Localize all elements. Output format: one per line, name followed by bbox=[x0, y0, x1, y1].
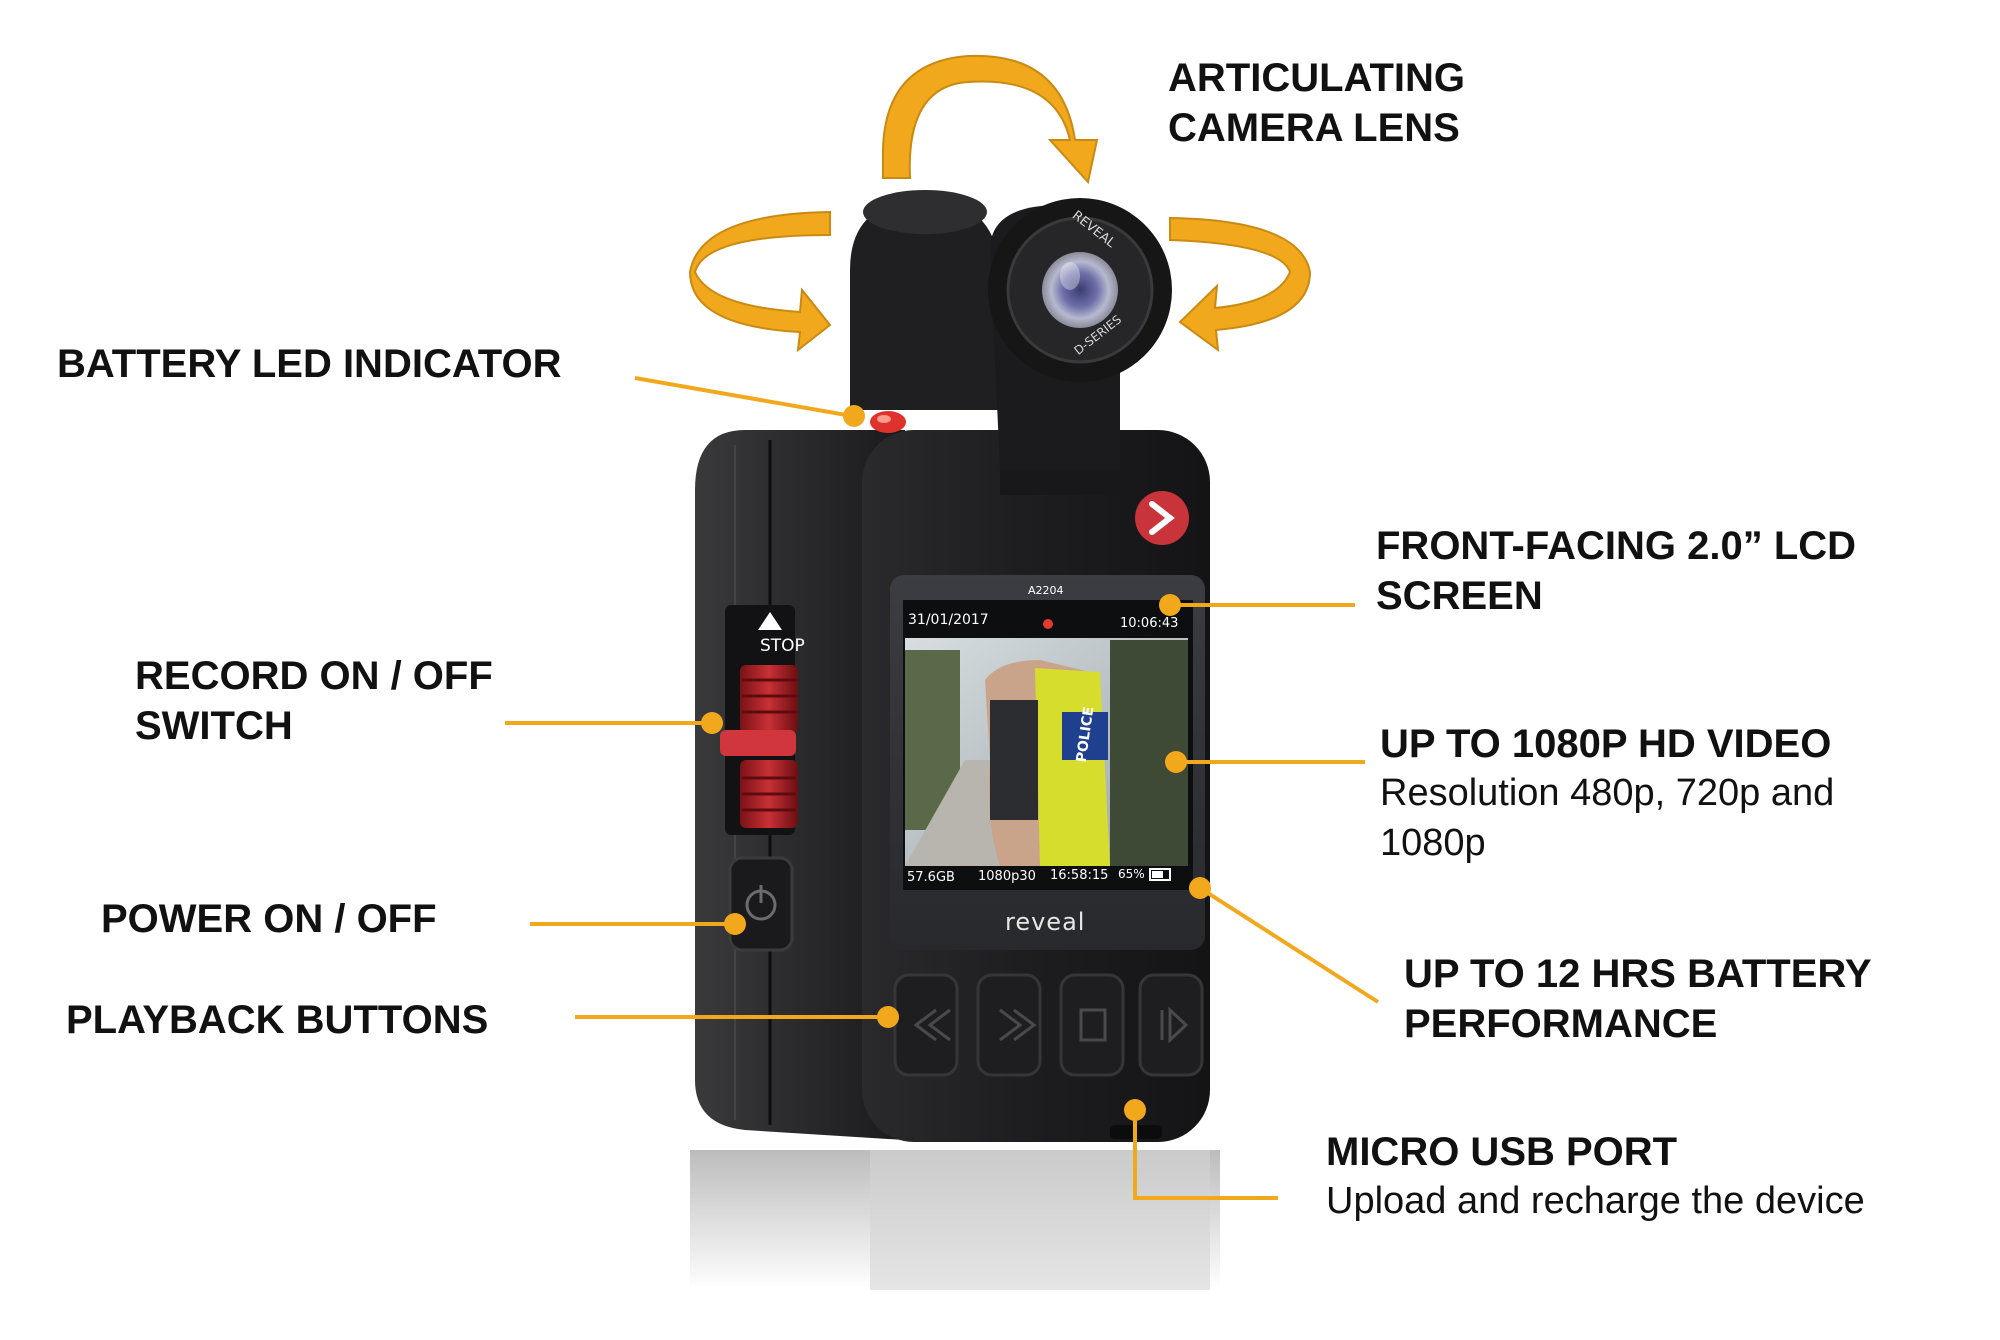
rewind-button[interactable] bbox=[893, 973, 959, 1077]
playback-button-group bbox=[893, 973, 1204, 1077]
lens-highlight bbox=[1060, 262, 1080, 290]
record-switch-callout-title-2: SWITCH bbox=[135, 704, 293, 748]
video-pavement bbox=[905, 760, 1010, 866]
record-switch-dot bbox=[701, 712, 723, 734]
switch-up-arrow-icon bbox=[758, 612, 782, 630]
callout-dots bbox=[701, 405, 1211, 1121]
switch-slider bbox=[720, 730, 796, 756]
lcd-battery-fill bbox=[1152, 871, 1163, 878]
stop-icon bbox=[1079, 1008, 1107, 1042]
battery-perf-dot bbox=[1189, 877, 1211, 899]
battery-led-callout-title: BATTERY LED INDICATOR bbox=[57, 342, 562, 386]
floor-reflection bbox=[690, 1150, 1220, 1290]
lcd-device-id: A2204 bbox=[1028, 584, 1064, 597]
usb-leader bbox=[1133, 1110, 1278, 1200]
usb-dot bbox=[1124, 1099, 1146, 1121]
power-button[interactable] bbox=[728, 856, 794, 952]
fast-forward-button[interactable] bbox=[976, 973, 1042, 1077]
stop-button[interactable] bbox=[1059, 973, 1125, 1077]
brand-wordmark: reveal bbox=[1005, 908, 1086, 936]
video-dot bbox=[1165, 751, 1187, 773]
record-switch-callout-title-1: RECORD ON / OFF bbox=[135, 654, 493, 698]
lcd-elapsed: 16:58:15 bbox=[1050, 868, 1109, 883]
switch-upper-grip bbox=[740, 665, 798, 733]
video-callout-title: UP TO 1080P HD VIDEO bbox=[1380, 722, 1832, 766]
switch-stop-label: STOP bbox=[760, 636, 805, 656]
video-police-patch bbox=[1062, 712, 1108, 760]
playback-dot bbox=[877, 1006, 899, 1028]
power-button-housing bbox=[728, 856, 794, 952]
video-sleeve bbox=[990, 700, 1038, 820]
power-callout-title: POWER ON / OFF bbox=[101, 897, 437, 941]
lens-glass bbox=[1042, 252, 1118, 328]
fast-forward-icon bbox=[999, 1008, 1037, 1042]
brand-badge bbox=[1135, 491, 1189, 545]
lcd-callout-title-2: SCREEN bbox=[1376, 574, 1543, 618]
play-pause-icon bbox=[1160, 1006, 1189, 1044]
lcd-date: 31/01/2017 bbox=[908, 612, 989, 628]
lcd-battery-percent: 65% bbox=[1118, 867, 1145, 881]
lcd-record-dot bbox=[1043, 619, 1053, 629]
video-callout-desc-1: Resolution 480p, 720p and bbox=[1380, 772, 1835, 814]
battery-perf-leader bbox=[1198, 886, 1380, 1004]
lens-callout-title-1: ARTICULATING bbox=[1168, 56, 1465, 100]
video-hi-vis-vest bbox=[1035, 668, 1110, 866]
battery-perf-callout-title-1: UP TO 12 HRS BATTERY bbox=[1404, 952, 1872, 996]
lcd-resolution: 1080p30 bbox=[978, 869, 1036, 884]
usb-callout-title: MICRO USB PORT bbox=[1326, 1130, 1678, 1174]
playback-callout-title: PLAYBACK BUTTONS bbox=[66, 998, 489, 1042]
brand-badge-chevron bbox=[1149, 501, 1175, 535]
record-switch[interactable] bbox=[720, 605, 798, 835]
rewind-icon bbox=[913, 1008, 951, 1042]
lcd-callout-title-1: FRONT-FACING 2.0” LCD bbox=[1376, 524, 1857, 568]
lcd-storage: 57.6GB bbox=[907, 870, 955, 885]
swivel-post-top bbox=[863, 190, 987, 234]
swivel-post bbox=[850, 200, 1000, 410]
battery-led-dot bbox=[843, 405, 865, 427]
lcd-battery-icon bbox=[1149, 868, 1171, 881]
battery-perf-callout-title-2: PERFORMANCE bbox=[1404, 1002, 1718, 1046]
battery-led-glint bbox=[877, 415, 891, 423]
usb-callout-desc: Upload and recharge the device bbox=[1326, 1180, 1865, 1222]
pan-left-arrow-icon bbox=[688, 210, 832, 353]
tilt-arrow-icon bbox=[882, 54, 1099, 185]
lens-callout-title-2: CAMERA LENS bbox=[1168, 106, 1460, 150]
lcd-dot bbox=[1159, 594, 1181, 616]
lcd-clock: 10:06:43 bbox=[1120, 616, 1179, 631]
callout-leader-lines bbox=[505, 376, 1380, 1200]
rotation-arrows bbox=[688, 54, 1312, 353]
power-dot bbox=[724, 913, 746, 935]
battery-led-leader bbox=[634, 376, 853, 418]
camera-body bbox=[695, 190, 1210, 1142]
video-callout-desc-2: 1080p bbox=[1380, 822, 1486, 864]
pan-right-arrow-icon bbox=[1169, 216, 1312, 353]
